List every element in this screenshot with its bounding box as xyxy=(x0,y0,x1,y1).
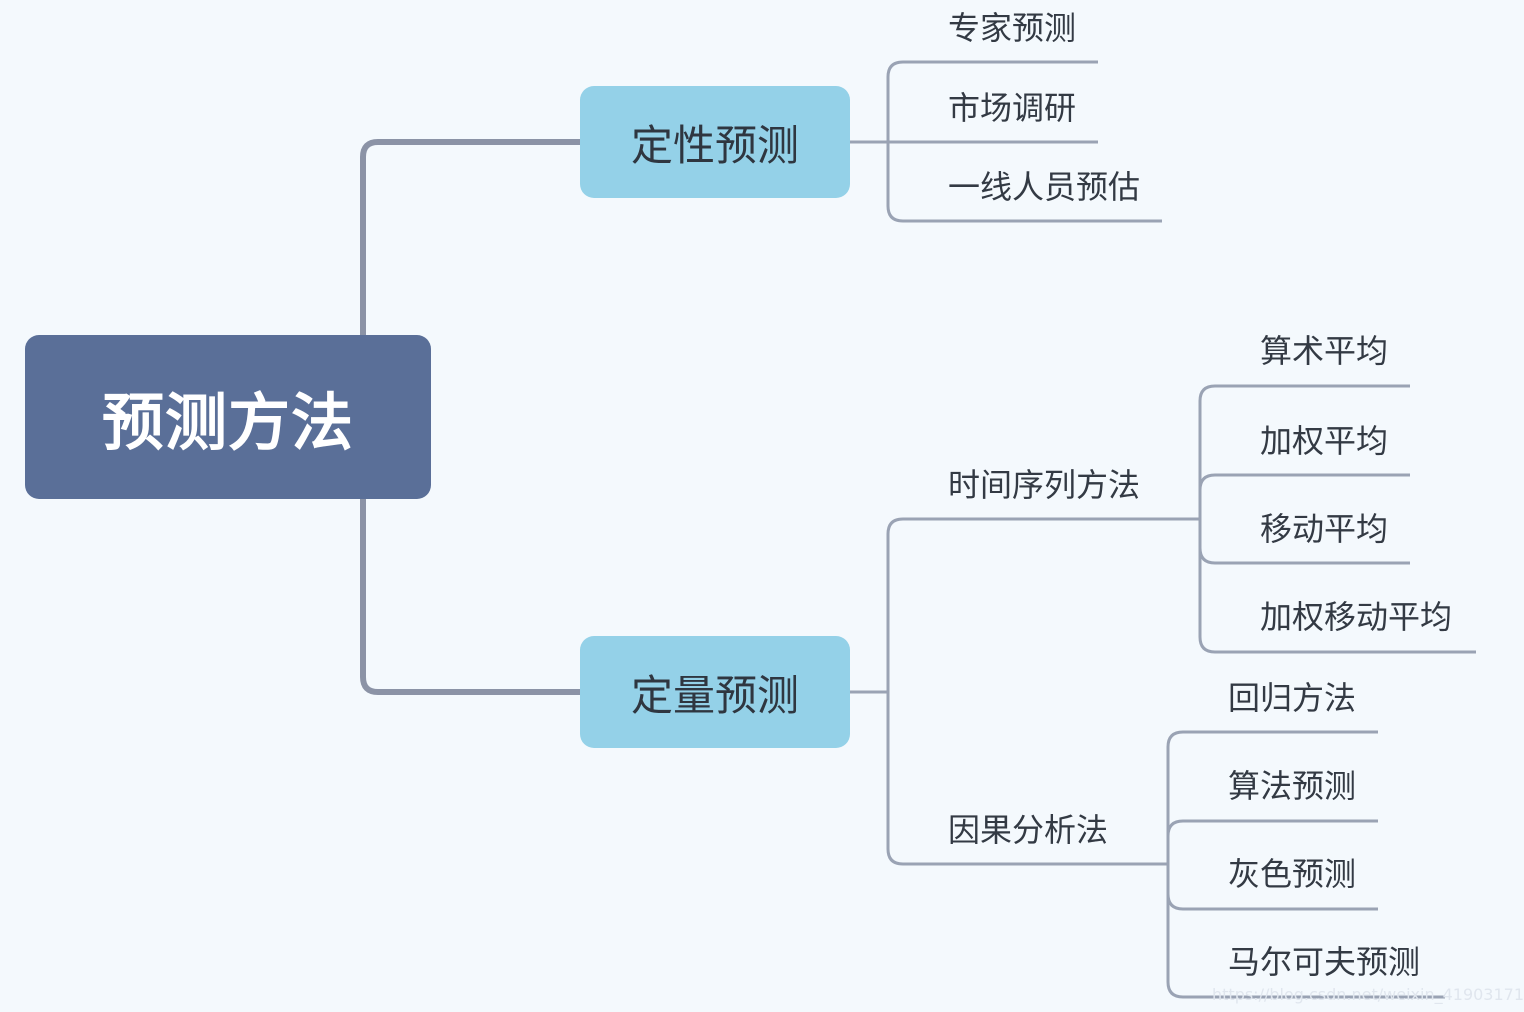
watermark: https://blog.csdn.net/weixin_41903171 xyxy=(1212,985,1524,1004)
branch-quantitative-label: 定量预测 xyxy=(630,670,799,720)
connector-to-expert xyxy=(886,60,1098,142)
connector-to-markov xyxy=(1166,864,1445,999)
connector-root-to-quantitative xyxy=(360,499,580,695)
mind-map: 预测方法 定性预测 定量预测 专家预测 市场调研 一线人员预估 时间序列方法 因… xyxy=(25,9,1524,1004)
leaf-algorithm-forecast[interactable]: 算法预测 xyxy=(1228,767,1357,805)
subbranch-causal-analysis[interactable]: 因果分析法 xyxy=(948,811,1109,849)
connector-to-timeseries xyxy=(886,517,1200,692)
connector-to-frontline xyxy=(886,142,1162,223)
leaf-expert-forecast[interactable]: 专家预测 xyxy=(948,9,1077,47)
connector-to-causal xyxy=(886,692,1168,866)
leaf-arithmetic-mean[interactable]: 算术平均 xyxy=(1260,332,1389,370)
branch-qualitative-label: 定性预测 xyxy=(630,120,799,170)
leaf-regression[interactable]: 回归方法 xyxy=(1228,679,1357,717)
leaf-market-research[interactable]: 市场调研 xyxy=(948,89,1077,127)
leaf-grey-forecast[interactable]: 灰色预测 xyxy=(1228,855,1357,893)
connector-to-algorithm xyxy=(1166,819,1378,864)
leaf-frontline-estimate[interactable]: 一线人员预估 xyxy=(948,168,1141,206)
leaf-markov-forecast[interactable]: 马尔可夫预测 xyxy=(1228,943,1421,981)
connector-to-weighted-moving-average xyxy=(1198,519,1476,654)
leaf-weighted-mean[interactable]: 加权平均 xyxy=(1260,422,1389,460)
leaf-moving-average[interactable]: 移动平均 xyxy=(1260,510,1389,548)
connector-lines xyxy=(360,60,1476,999)
branch-quantitative-node[interactable]: 定量预测 xyxy=(580,636,850,748)
subbranch-time-series[interactable]: 时间序列方法 xyxy=(948,466,1141,504)
root-node-label: 预测方法 xyxy=(101,386,354,459)
connector-root-to-qualitative xyxy=(360,139,580,335)
branch-qualitative-node[interactable]: 定性预测 xyxy=(580,86,850,198)
connector-to-weighted-mean xyxy=(1198,473,1410,519)
leaf-weighted-moving-average[interactable]: 加权移动平均 xyxy=(1260,598,1453,636)
connector-to-arithmetic-mean xyxy=(1198,384,1410,519)
root-node[interactable]: 预测方法 xyxy=(25,335,431,499)
connector-to-regression xyxy=(1166,730,1378,864)
